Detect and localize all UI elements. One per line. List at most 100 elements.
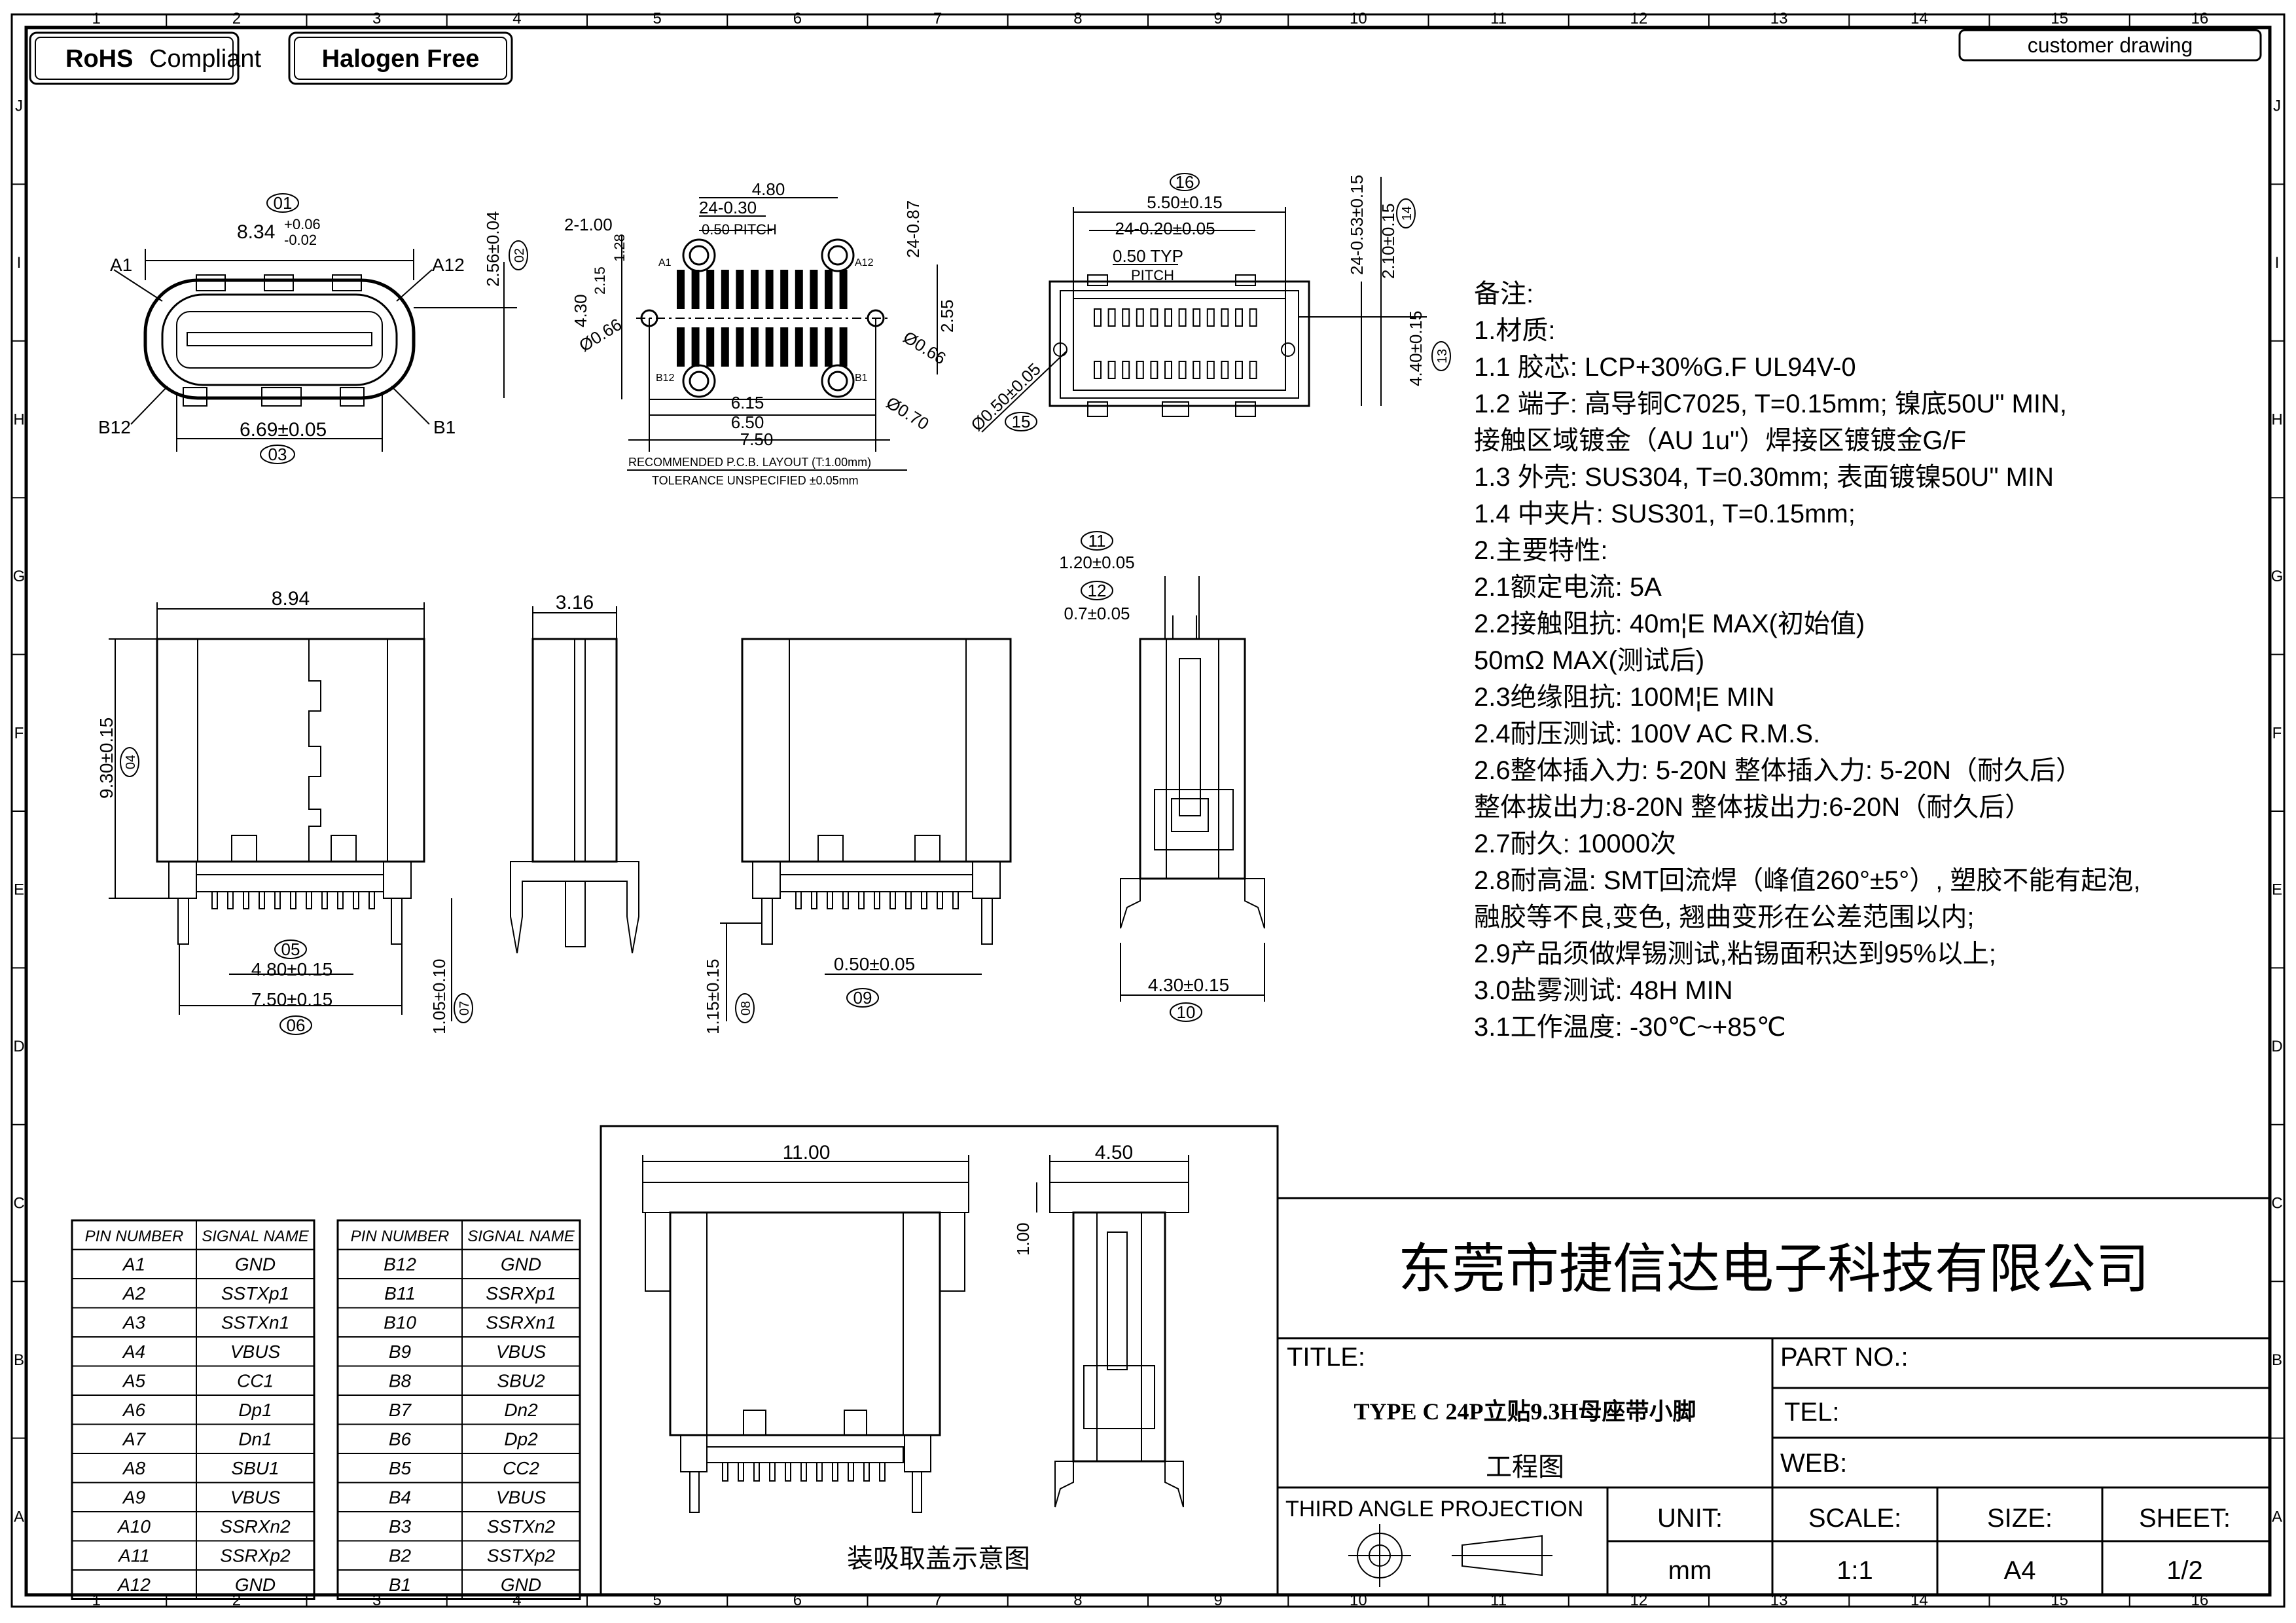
pcb-dim-2-100: 2-1.00: [564, 215, 613, 234]
table-pin-number: B2: [389, 1546, 412, 1566]
side-a-pin: [243, 891, 249, 909]
top-pin: [1221, 308, 1229, 327]
front-callout-01: 01: [274, 193, 293, 213]
sheet-value: 1/2: [2166, 1556, 2203, 1585]
note-line: 50mΩ MAX(测试后): [1474, 646, 1704, 675]
table-signal-name: SSTXp1: [221, 1283, 289, 1304]
grid-col-label: 7: [933, 1592, 942, 1609]
top-dim-24-053: 24-0.53±0.15: [1347, 175, 1367, 275]
side-view-b: 3.16: [510, 592, 639, 954]
section-view: 11 1.20±0.05 12 0.7±0.05 4.30±0.15 10: [1059, 531, 1265, 1022]
note-line: 1.材质:: [1474, 316, 1555, 345]
note-line: 3.1工作温度: -30℃~+85℃: [1474, 1013, 1786, 1042]
table-frame: [336, 1219, 581, 1600]
table-signal-name: VBUS: [230, 1341, 281, 1362]
table-pin-number: B10: [384, 1313, 416, 1333]
note-line: 1.1 胶芯: LCP+30%G.F UL94V-0: [1474, 353, 1856, 382]
side-c-pin: [889, 891, 896, 909]
cap-pin: [832, 1462, 838, 1482]
pcb-label-b12: B12: [656, 373, 675, 384]
pickup-cap-pins: [722, 1462, 886, 1482]
table-pin-number: A8: [122, 1458, 146, 1478]
pcb-label-a12: A12: [855, 257, 874, 268]
grid-row-label: I: [17, 254, 22, 272]
grid-col-label: 10: [1350, 1592, 1367, 1609]
pcb-dim-066-right: Ø0.66: [900, 327, 950, 369]
top-dim-440: 4.40±0.15: [1406, 311, 1426, 386]
table-signal-name: VBUS: [496, 1487, 547, 1508]
side-a-dim-105: 1.05±0.10: [429, 959, 449, 1034]
rohs-compliant-text: Compliant: [149, 45, 262, 73]
pcb-recommended-note: RECOMMENDED P.C.B. LAYOUT (T:1.00mm): [628, 456, 871, 469]
side-view-c: 1.15±0.15 08 0.50±0.05 09: [703, 638, 1012, 1034]
grid-row-label: F: [14, 724, 24, 742]
grid-col-label: 7: [933, 10, 942, 27]
unit-label: UNIT:: [1657, 1504, 1723, 1533]
side-a-dim-480: 4.80±0.15: [251, 959, 332, 979]
note-line: 整体拔出力:8-20N 整体拔出力:6-20N（耐久后）: [1474, 793, 2031, 822]
pcb-pad: [780, 270, 789, 309]
title-label: TITLE:: [1287, 1343, 1365, 1372]
side-c-pin: [842, 891, 849, 909]
table-pin-number: B3: [389, 1516, 412, 1537]
table-pin-number: B11: [384, 1283, 416, 1304]
grid-col-label: 1: [92, 1592, 100, 1609]
pcb-dim-480: 4.80: [752, 179, 785, 199]
grid-col-label: 2: [232, 10, 241, 27]
side-a-pin: [274, 891, 281, 909]
grid-col-label: 2: [232, 1592, 241, 1609]
top-dim-210: 2.10±0.15: [1378, 204, 1398, 279]
pcb-pad: [751, 270, 759, 309]
top-pin: [1164, 361, 1172, 379]
scale-value: 1:1: [1837, 1556, 1873, 1585]
top-view-pins: [1094, 308, 1257, 379]
grid-col-label: 12: [1630, 10, 1648, 27]
front-inner-dim: 6.69±0.05: [240, 419, 327, 441]
front-callout-03: 03: [268, 445, 287, 464]
note-line: 1.2 端子: 高导铜C7025, T=0.15mm; 镍底50U" MIN,: [1474, 390, 2067, 418]
side-a-callout-07: 07: [457, 1001, 472, 1015]
table-pin-number: A4: [122, 1341, 145, 1362]
pcb-label-b1: B1: [855, 373, 868, 384]
side-a-callout-05: 05: [281, 939, 300, 959]
top-callout-15: 15: [1012, 412, 1031, 431]
front-label-b12: B12: [98, 417, 131, 437]
grid-row-label: B: [14, 1351, 24, 1369]
top-dim-550: 5.50±0.15: [1147, 192, 1222, 212]
note-line: 2.1额定电流: 5A: [1474, 573, 1662, 602]
grid-row-label: G: [13, 568, 26, 585]
unit-value: mm: [1668, 1556, 1712, 1585]
pcb-label-a1: A1: [658, 257, 672, 268]
table-frame: [71, 1219, 315, 1600]
table-signal-name: Dp1: [238, 1400, 272, 1420]
pcb-dim-24-087: 24-0.87: [903, 200, 923, 258]
pcb-pad: [677, 270, 685, 309]
pcb-pad: [825, 327, 833, 367]
pcb-pad: [721, 270, 729, 309]
grid-col-label: 6: [793, 1592, 802, 1609]
front-label-a12: A12: [432, 255, 465, 275]
side-a-pin: [306, 891, 312, 909]
side-a-pin: [368, 891, 375, 909]
section-callout-10: 10: [1177, 1002, 1196, 1022]
cap-caption: 装吸取盖示意图: [847, 1544, 1030, 1573]
table-pin-number: A7: [122, 1429, 147, 1450]
grid-row-label: C: [13, 1195, 24, 1213]
table-signal-name: Dn1: [238, 1429, 272, 1450]
cap-pin: [769, 1462, 776, 1482]
company-name: 东莞市捷信达电子科技有限公司: [1398, 1239, 2149, 1299]
table-pin-number: A10: [117, 1516, 151, 1537]
top-view: 16 5.50±0.15 24-0.20±0.05 0.50 TYP PITCH…: [967, 172, 1451, 435]
front-label-b1: B1: [433, 417, 456, 437]
top-callout-13: 13: [1435, 349, 1450, 363]
pcb-pad: [810, 327, 818, 367]
pcb-pad: [736, 327, 744, 367]
top-pin: [1094, 308, 1102, 327]
grid-col-label: 5: [653, 10, 661, 27]
top-pin: [1178, 361, 1187, 379]
side-a-pin: [353, 891, 359, 909]
table-pin-number: A11: [117, 1546, 150, 1566]
front-view: 01 8.34 +0.06 -0.02 2.56±0.04 02 A1 A12 …: [98, 193, 528, 464]
note-line: 1.4 中夹片: SUS301, T=0.15mm;: [1474, 500, 1856, 528]
